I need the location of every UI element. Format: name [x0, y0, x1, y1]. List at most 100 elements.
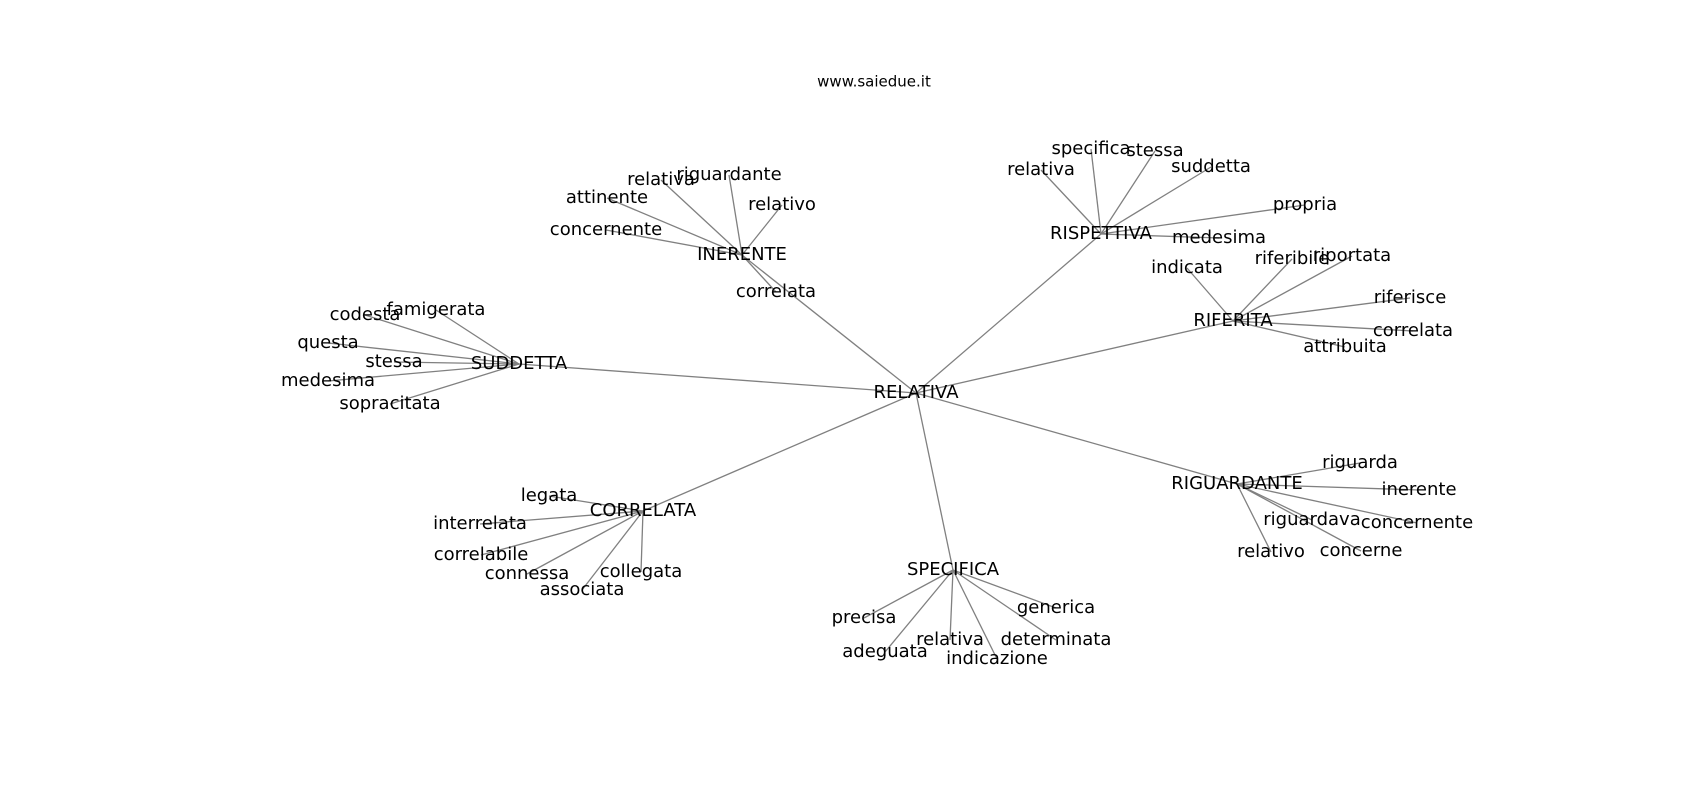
leaf-node-label-specifica: specifica	[1051, 138, 1130, 159]
leaf-node-label-indicazione: indicazione	[946, 648, 1048, 669]
leaf-node-label-relativo: relativo	[748, 194, 816, 215]
edge-correlata-legata	[548, 495, 644, 512]
leaf-node-label-indicata: indicata	[1151, 257, 1223, 278]
edge-rispettiva-suddetta	[1100, 166, 1212, 235]
leaf-node-label-riguarda: riguarda	[1322, 452, 1398, 473]
leaf-node-label-attribuita: attribuita	[1303, 336, 1386, 357]
leaf-node-label-relativa: relativa	[627, 169, 695, 190]
edge-riferita-riferibile	[1232, 258, 1293, 322]
edge-specifica-precisa	[863, 569, 954, 619]
hub-node-label-suddetta: SUDDETTA	[471, 353, 568, 374]
edge-correlata-associata	[581, 510, 644, 591]
leaf-node-label-inerente: inerente	[1381, 479, 1456, 500]
leaf-node-label-suddetta: suddetta	[1171, 156, 1251, 177]
edge-riferita-indicata	[1186, 267, 1234, 322]
leaf-node-label-collegata: collegata	[600, 561, 683, 582]
leaf-node-label-adeguata: adeguata	[842, 641, 927, 662]
leaf-node-label-connessa: connessa	[485, 563, 570, 584]
leaf-node-label-correlata: correlata	[736, 281, 816, 302]
hub-node-label-specifica: SPECIFICA	[907, 559, 1000, 580]
leaf-node-label-riferisce: riferisce	[1374, 287, 1447, 308]
hub-node-label-rispettiva: RISPETTIVA	[1050, 223, 1153, 244]
leaf-node-label-propria: propria	[1273, 194, 1337, 215]
leaf-node-label-interrelata: interrelata	[433, 513, 527, 534]
edge-correlata-interrelata	[479, 510, 644, 525]
edge-inerente-relativa	[660, 179, 743, 256]
edge-root-riguardante	[915, 392, 1238, 485]
leaf-node-label-correlabile: correlabile	[434, 544, 529, 565]
hub-node-label-riferita: RIFERITA	[1193, 310, 1273, 331]
leaf-node-label-questa: questa	[297, 332, 358, 353]
leaf-node-label-medesima: medesima	[281, 370, 375, 391]
edge-root-suddetta	[518, 363, 917, 394]
leaf-node-label-legata: legata	[521, 485, 578, 506]
edge-inerente-riguardante	[728, 174, 743, 256]
edge-riferita-riferisce	[1232, 297, 1411, 322]
edge-specifica-indicazione	[952, 569, 998, 660]
edge-riguardante-riguardava	[1236, 483, 1313, 521]
edge-rispettiva-medesima	[1100, 233, 1220, 239]
edge-correlata-collegata	[640, 510, 644, 573]
edge-root-specifica	[915, 392, 954, 571]
edge-riguardante-relativo	[1236, 483, 1272, 553]
leaf-node-label-riportata: riportata	[1313, 245, 1391, 266]
edge-riguardante-concerne	[1236, 483, 1362, 552]
edge-riguardante-inerente	[1236, 483, 1420, 491]
leaf-node-label-relativa: relativa	[1007, 159, 1075, 180]
hub-node-label-correlata: CORRELATA	[590, 500, 697, 521]
edge-correlata-correlabile	[480, 510, 644, 556]
edge-suddetta-medesima	[327, 363, 520, 382]
edge-rispettiva-specifica	[1090, 148, 1102, 235]
site-title: www.saiedue.it	[817, 73, 931, 91]
edge-inerente-concernente	[605, 229, 743, 256]
edge-riguardante-concernente	[1236, 483, 1418, 524]
leaf-node-label-generica: generica	[1017, 597, 1095, 618]
edge-riferita-correlata	[1232, 320, 1414, 332]
leaf-node-label-famigerata: famigerata	[387, 299, 486, 320]
leaf-node-label-sopracitata: sopracitata	[339, 393, 440, 414]
edge-root-inerente	[741, 254, 917, 394]
leaf-node-label-relativo: relativo	[1237, 541, 1305, 562]
edge-specifica-generica	[952, 569, 1057, 609]
leaf-node-label-riguardava: riguardava	[1263, 509, 1361, 530]
leaf-node-label-determinata: determinata	[1001, 629, 1112, 650]
edge-specifica-relativa	[949, 569, 954, 641]
root-node-label: RELATIVA	[873, 382, 959, 403]
edge-correlata-connessa	[526, 510, 644, 575]
leaf-node-label-medesima: medesima	[1172, 227, 1266, 248]
edge-suddetta-sopracitata	[389, 363, 520, 405]
edge-riguardante-riguarda	[1236, 462, 1361, 485]
edge-inerente-correlata	[741, 254, 777, 293]
leaf-node-label-associata: associata	[540, 579, 625, 600]
edge-suddetta-questa	[327, 342, 520, 365]
leaf-node-label-riferibile: riferibile	[1255, 248, 1330, 269]
leaf-node-label-attinente: attinente	[566, 187, 648, 208]
edge-riferita-attribuita	[1232, 320, 1346, 348]
edge-rispettiva-relativa	[1040, 169, 1102, 235]
leaf-node-label-concernente: concernente	[550, 219, 662, 240]
hub-node-label-riguardante: RIGUARDANTE	[1171, 473, 1302, 494]
labels-layer: RELATIVAINERENTEriguardanterelativaattin…	[281, 138, 1473, 669]
edge-suddetta-codesta	[364, 314, 520, 365]
edge-inerente-relativo	[741, 204, 783, 256]
leaf-node-label-concernente: concernente	[1361, 512, 1473, 533]
edge-root-correlata	[642, 392, 917, 512]
edge-rispettiva-propria	[1100, 204, 1306, 235]
leaf-node-label-stessa: stessa	[1126, 140, 1183, 161]
edge-rispettiva-stessa	[1100, 150, 1156, 235]
leaf-node-label-correlata: correlata	[1373, 320, 1453, 341]
leaf-node-label-stessa: stessa	[365, 351, 422, 372]
edge-inerente-attinente	[606, 197, 743, 256]
edge-specifica-adeguata	[884, 569, 954, 653]
edge-suddetta-stessa	[393, 361, 520, 365]
leaf-node-label-riguardante: riguardante	[676, 164, 781, 185]
edge-suddetta-famigerata	[435, 309, 520, 365]
edges-layer	[327, 148, 1420, 660]
edge-root-riferita	[915, 320, 1234, 394]
hub-node-label-inerente: INERENTE	[697, 244, 787, 265]
edge-root-rispettiva	[915, 233, 1102, 394]
leaf-node-label-codesta: codesta	[330, 304, 401, 325]
edge-specifica-determinata	[952, 569, 1057, 641]
edge-riferita-riportata	[1232, 255, 1353, 322]
